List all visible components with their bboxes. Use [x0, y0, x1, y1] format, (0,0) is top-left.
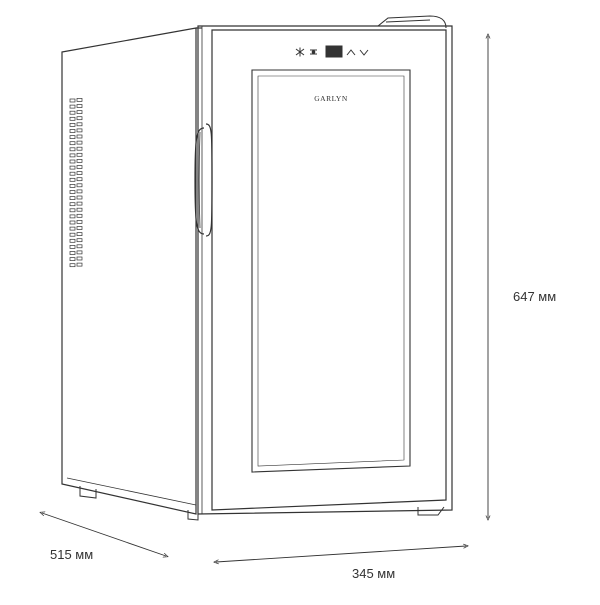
vent-slot: [69, 208, 76, 213]
vent-slot: [76, 104, 83, 108]
control-panel: [295, 45, 369, 58]
vent-slot: [69, 110, 76, 115]
door-glass-window: [251, 69, 411, 473]
vent-slot: [69, 153, 76, 158]
vent-slot: [76, 116, 83, 121]
vent-slot: [76, 207, 83, 212]
vent-slot: [69, 98, 76, 103]
vent-slot: [69, 147, 76, 152]
vent-slot: [76, 146, 83, 151]
height-dimension-label: 647 мм: [513, 289, 557, 304]
vent-slot: [69, 129, 76, 133]
snowflake-icon: [295, 47, 305, 57]
vent-slot: [69, 104, 76, 109]
light-toggle-icon: [310, 49, 317, 55]
vent-slot: [76, 232, 83, 236]
vent-slot: [69, 202, 76, 207]
vent-slot: [76, 244, 83, 249]
side-vent-grille: [69, 98, 83, 268]
door-frame: [197, 25, 453, 515]
vent-slot: [69, 171, 76, 176]
vent-slot: [69, 263, 76, 268]
dimension-lines: [42, 36, 488, 562]
vent-slot: [76, 140, 83, 145]
vent-slot: [69, 226, 76, 231]
vent-slot: [69, 220, 76, 225]
vent-slot: [69, 165, 76, 170]
vent-slot: [69, 214, 76, 219]
vent-slot: [76, 213, 83, 218]
vent-slot: [76, 250, 83, 255]
vent-slot: [69, 184, 76, 188]
vent-slot: [76, 134, 83, 139]
vent-slot: [76, 201, 83, 206]
vent-slot: [76, 238, 83, 243]
vent-slot: [69, 116, 76, 121]
vent-slot: [69, 245, 76, 249]
vent-slot: [76, 177, 83, 182]
vent-slot: [69, 135, 76, 139]
vent-slot: [76, 226, 83, 230]
vent-slot: [69, 177, 76, 182]
width-dimension-label: 345 мм: [352, 566, 396, 581]
chevron-down-icon: [359, 49, 369, 56]
vent-slot: [76, 262, 83, 267]
vent-slot: [76, 128, 83, 133]
vent-slot: [76, 220, 83, 224]
vent-slot: [76, 152, 83, 157]
vent-slot: [76, 195, 83, 200]
cabinet-side-panel: [61, 27, 202, 515]
vent-slot: [69, 251, 76, 255]
vent-slot: [69, 123, 76, 127]
vent-slot: [76, 183, 83, 188]
vent-slot: [69, 238, 76, 243]
vent-slot: [69, 190, 76, 194]
top-hinge: [377, 15, 447, 29]
vent-slot: [76, 171, 83, 175]
vent-slot: [76, 98, 83, 102]
depth-dimension-label: 515 мм: [50, 547, 94, 562]
door-handle: [194, 123, 213, 237]
vent-slot: [69, 159, 76, 164]
vent-slot: [76, 159, 83, 163]
vent-slot: [69, 232, 76, 237]
vent-slot: [69, 141, 76, 146]
display-panel: [325, 45, 343, 58]
vent-slot: [76, 256, 83, 261]
vent-slot: [76, 122, 83, 127]
vent-slot: [69, 257, 76, 261]
vent-slot: [76, 189, 83, 194]
vent-slot: [69, 196, 76, 200]
brand-label: GARLYN: [314, 94, 348, 103]
vent-slot: [76, 165, 83, 169]
depth-dimension-arrow: [42, 513, 166, 556]
width-dimension-arrow: [216, 546, 466, 562]
chevron-up-icon: [346, 49, 356, 56]
vent-slot: [76, 110, 83, 114]
